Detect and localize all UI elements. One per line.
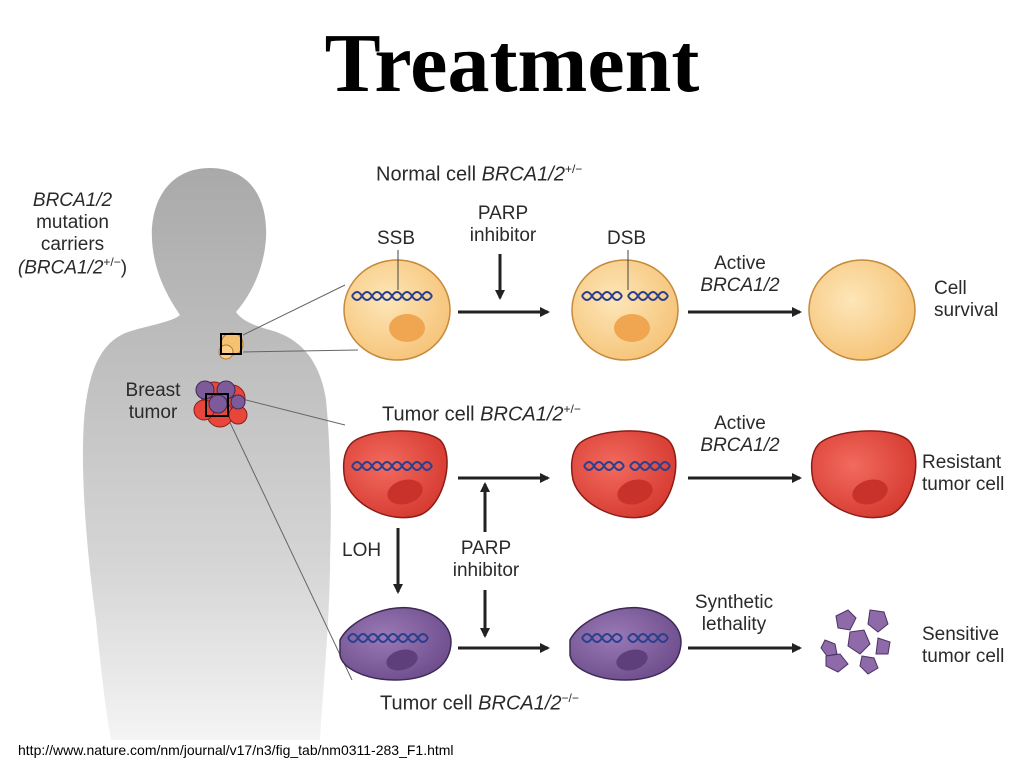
breast-tumor-line1: Breast [125, 380, 181, 401]
source-url[interactable]: http://www.nature.com/nm/journal/v17/n3/… [18, 742, 454, 758]
outcome-row2-line1: Resistant [922, 452, 1002, 473]
active-row2-line2: BRCA1/2 [700, 434, 780, 456]
outcome-cell-survival: Cell survival [934, 278, 998, 322]
parp-mid-line1: PARP [460, 538, 512, 559]
dsb-label: DSB [607, 228, 647, 249]
normal-cell-heading: Normal cell BRCA1/2+/− [376, 162, 583, 187]
carriers-line1: BRCA1/2 [32, 190, 113, 211]
active-label-row1: Active BRCA1/2 [690, 253, 790, 297]
parp-top-line2: inhibitor [469, 224, 537, 246]
carriers-line4-pre: (BRCA1/2 [17, 256, 104, 278]
outcome-sensitive: Sensitive tumor cell [922, 624, 1004, 668]
outcome-resistant: Resistant tumor cell [922, 452, 1004, 496]
breast-normal-cluster [218, 332, 244, 360]
tumor-null-heading-sup: −/− [561, 691, 579, 705]
synthetic-lethality-label: Synthetic lethality [680, 592, 788, 636]
tumor-het-heading-gene: BRCA1/2 [480, 403, 564, 426]
tumor-null-heading-gene: BRCA1/2 [478, 692, 562, 715]
breast-tumor-label: Breast tumor [112, 380, 194, 424]
tumor-het-heading: Tumor cell BRCA1/2+/− [382, 402, 581, 427]
normal-heading-text: Normal cell [376, 163, 482, 186]
parp-mid-line2: inhibitor [452, 559, 520, 581]
carriers-line2: mutation [36, 211, 109, 233]
diagram-canvas [82, 168, 917, 740]
outcome-row2-line2: tumor cell [922, 473, 1005, 495]
breast-tumor-line2: tumor [128, 401, 178, 423]
normal-cell-ssb [343, 250, 451, 361]
tumor-null-heading: Tumor cell BRCA1/2−/− [380, 691, 579, 716]
normal-heading-gene: BRCA1/2 [481, 163, 565, 186]
tumor-cell-null-2 [569, 606, 682, 681]
normal-cell-survival [808, 259, 916, 361]
outcome-row1-line2: survival [934, 299, 999, 321]
carriers-line4-post: ) [120, 256, 128, 278]
loh-label: LOH [342, 540, 382, 561]
tumor-cell-null-1 [339, 606, 452, 681]
normal-heading-sup: +/− [564, 162, 583, 176]
cell-fragments [820, 609, 891, 675]
tumor-het-heading-text: Tumor cell [382, 403, 481, 426]
parp-top-label: PARP inhibitor [458, 203, 548, 247]
active-row2-line1: Active [714, 413, 766, 434]
outcome-row1-line1: Cell [934, 278, 967, 299]
parp-top-line1: PARP [477, 203, 529, 224]
active-row1-line2: BRCA1/2 [700, 274, 780, 296]
tumor-cell-het-2 [570, 430, 677, 519]
active-label-row2: Active BRCA1/2 [690, 413, 790, 457]
carriers-label: BRCA1/2 mutation carriers (BRCA1/2+/−) [0, 190, 145, 279]
normal-cell-dsb [571, 250, 679, 361]
parp-mid-label: PARP inhibitor [440, 538, 532, 582]
connector-lines [224, 284, 359, 681]
slide-title: Treatment [324, 17, 700, 110]
carriers-line4-sup: +/− [103, 254, 121, 269]
outcome-row3-line2: tumor cell [922, 645, 1005, 667]
tumor-null-heading-text: Tumor cell [380, 692, 479, 715]
tumor-cell-resistant [810, 430, 917, 519]
tumor-cell-het-1 [342, 430, 448, 519]
carriers-line3: carriers [40, 233, 105, 255]
outcome-row3-line1: Sensitive [922, 624, 1000, 645]
woman-silhouette [82, 168, 331, 740]
synthetic-line2: lethality [701, 613, 767, 635]
tumor-het-heading-sup: +/− [563, 402, 581, 416]
synthetic-line1: Synthetic [694, 592, 774, 613]
ssb-label: SSB [377, 228, 416, 249]
active-row1-line1: Active [714, 253, 766, 274]
breast-tumor-cluster [193, 380, 248, 428]
